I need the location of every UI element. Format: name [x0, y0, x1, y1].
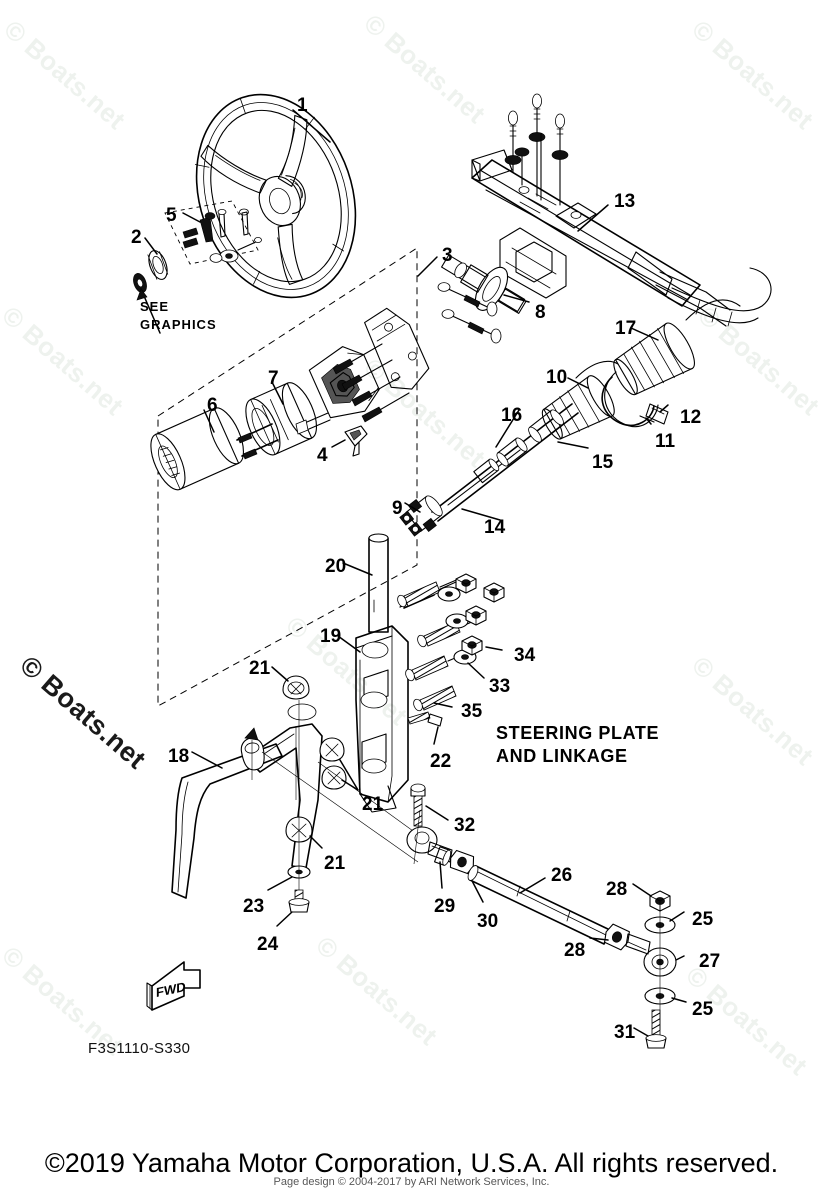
- part-tie-rod: [467, 865, 611, 945]
- part-helm-housing: [150, 407, 244, 491]
- page-design-credit: Page design © 2004-2017 by ARI Network S…: [273, 1176, 550, 1188]
- callout-hardware-kit[interactable]: 5: [166, 205, 177, 226]
- callout-washer[interactable]: 25: [692, 909, 714, 930]
- callout-bolt[interactable]: 35: [461, 701, 483, 722]
- callout-cable-bracket[interactable]: 18: [168, 746, 190, 767]
- callout-washer[interactable]: 25: [692, 999, 714, 1020]
- callout-boot-upper[interactable]: 10: [546, 367, 568, 388]
- callout-bezel-ring[interactable]: 7: [268, 368, 279, 389]
- callout-steering-column-assembly-box[interactable]: 3: [442, 245, 453, 266]
- callout-bolt[interactable]: 31: [614, 1022, 636, 1043]
- callout-tie-rod[interactable]: 26: [551, 865, 573, 886]
- part-intermediate-shaft: [431, 403, 589, 522]
- diagram-id: F3S1110-S330: [88, 1040, 191, 1057]
- part-lower-ball-joint: [589, 883, 687, 1049]
- part-upper-ball-joint: [406, 783, 484, 903]
- callout-universal-joint[interactable]: 9: [392, 498, 403, 519]
- callout-set-screw[interactable]: 22: [430, 751, 452, 772]
- nut: [455, 573, 477, 594]
- copyright-notice: ©2019 Yamaha Motor Corporation, U.S.A. A…: [44, 1148, 779, 1178]
- part-column-assembly-box: [157, 247, 438, 707]
- nut: [483, 582, 505, 603]
- section-title: STEERING PLATE AND LINKAGE: [496, 723, 660, 766]
- nut: [461, 635, 483, 656]
- part-shaft-joint: [437, 254, 530, 344]
- callout-washer[interactable]: 23: [243, 896, 265, 917]
- part-boot-lower: [613, 299, 741, 396]
- callout-grommet[interactable]: 21: [249, 658, 271, 679]
- part-steering-wheel: [194, 93, 357, 299]
- callout-bolt[interactable]: 32: [454, 815, 476, 836]
- callout-hydraulic-cylinder[interactable]: 13: [614, 191, 636, 212]
- part-hardware-cluster: [133, 200, 262, 334]
- callout-jam-nut[interactable]: 30: [477, 911, 499, 932]
- callout-helm-housing[interactable]: 6: [207, 395, 218, 416]
- callout-shaft-coupler[interactable]: 15: [592, 452, 614, 473]
- callout-steering-plate[interactable]: 19: [320, 626, 342, 647]
- callout-spacer[interactable]: 29: [434, 896, 456, 917]
- callout-clamp-screw[interactable]: 11: [655, 431, 676, 452]
- part-universal-joint: [399, 495, 443, 537]
- part-pivot-pin: [342, 533, 389, 633]
- callout-steering-shaft-joint[interactable]: 8: [535, 302, 546, 323]
- part-boot-upper: [541, 360, 619, 440]
- callout-jam-nut[interactable]: 28: [564, 940, 586, 961]
- callout-bolt[interactable]: 24: [257, 934, 279, 955]
- callout-shaft-sleeve[interactable]: 16: [501, 405, 523, 426]
- part-bolt-set: [397, 573, 505, 712]
- callout-jam-nut[interactable]: 28: [606, 879, 628, 900]
- part-helm-gearbox: [295, 307, 430, 457]
- callout-grommet[interactable]: 21: [324, 853, 346, 874]
- callout-grommet[interactable]: 21: [362, 794, 384, 815]
- nut: [465, 605, 487, 626]
- part-hydraulic-cylinder: [471, 93, 772, 327]
- part-bracket-arm: [240, 666, 421, 927]
- part-steering-plate: [337, 625, 409, 813]
- fwd-arrow-icon: [146, 961, 201, 1011]
- callout-boot-lower[interactable]: 17: [615, 318, 637, 339]
- part-bezel-ring: [245, 381, 318, 456]
- part-clamp: [601, 371, 669, 428]
- callout-cap-nut[interactable]: 2: [131, 227, 142, 248]
- callout-intermediate-shaft[interactable]: 14: [484, 517, 506, 538]
- callout-ball-joint-end[interactable]: 27: [699, 951, 721, 972]
- part-set-screw: [407, 711, 443, 745]
- callout-steering-wheel[interactable]: 1: [297, 95, 308, 116]
- callout-bracket-clip[interactable]: 4: [317, 445, 328, 466]
- see-graphics-note: SEE GRAPHICS: [140, 299, 217, 332]
- callout-clamp[interactable]: 12: [680, 407, 702, 428]
- callout-washer[interactable]: 33: [489, 676, 511, 697]
- callout-nut[interactable]: 34: [514, 645, 536, 666]
- callout-pivot-pin[interactable]: 20: [325, 556, 347, 577]
- part-cable-bracket: [171, 743, 283, 899]
